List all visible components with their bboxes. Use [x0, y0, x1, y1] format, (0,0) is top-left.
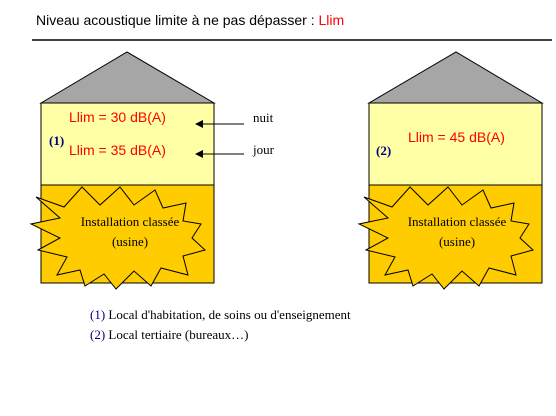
- legend-item-2-text: Local tertiaire (bureaux…): [105, 327, 248, 342]
- legend-item-1-text: Local d'habitation, de soins ou d'enseig…: [105, 307, 351, 322]
- day-label: jour: [252, 142, 275, 157]
- building-1-installation-line1: Installation classée: [81, 214, 180, 229]
- building-1-night-level: Llim = 30 dB(A): [69, 109, 166, 125]
- building-2-level: Llim = 45 dB(A): [408, 129, 505, 145]
- building-2: Installation classée (usine) (2) Llim = …: [357, 51, 544, 290]
- building-1-explosion-burst: [29, 186, 207, 290]
- legend-item-2-number: (2): [90, 327, 105, 342]
- building-2-explosion-burst: [357, 186, 535, 290]
- building-2-wall: [368, 102, 543, 186]
- legend: (1) Local d'habitation, de soins ou d'en…: [90, 307, 351, 342]
- building-1-roof: [39, 51, 216, 104]
- building-2-installation-line1: Installation classée: [408, 214, 507, 229]
- building-1-day-level: Llim = 35 dB(A): [69, 142, 166, 158]
- building-2-number: (2): [376, 143, 391, 158]
- legend-item-2: (2) Local tertiaire (bureaux…): [90, 327, 248, 342]
- legend-item-1: (1) Local d'habitation, de soins ou d'en…: [90, 307, 351, 322]
- building-2-roof: [367, 51, 544, 104]
- building-1-installation-line2: (usine): [112, 234, 148, 249]
- legend-item-1-number: (1): [90, 307, 105, 322]
- diagram-title: Niveau acoustique limite à ne pas dépass…: [36, 12, 344, 28]
- building-1-number: (1): [49, 133, 64, 148]
- building-2-installation-line2: (usine): [439, 234, 475, 249]
- building-1: Installation classée (usine) Llim = 30 d…: [29, 51, 216, 290]
- night-label: nuit: [253, 110, 274, 125]
